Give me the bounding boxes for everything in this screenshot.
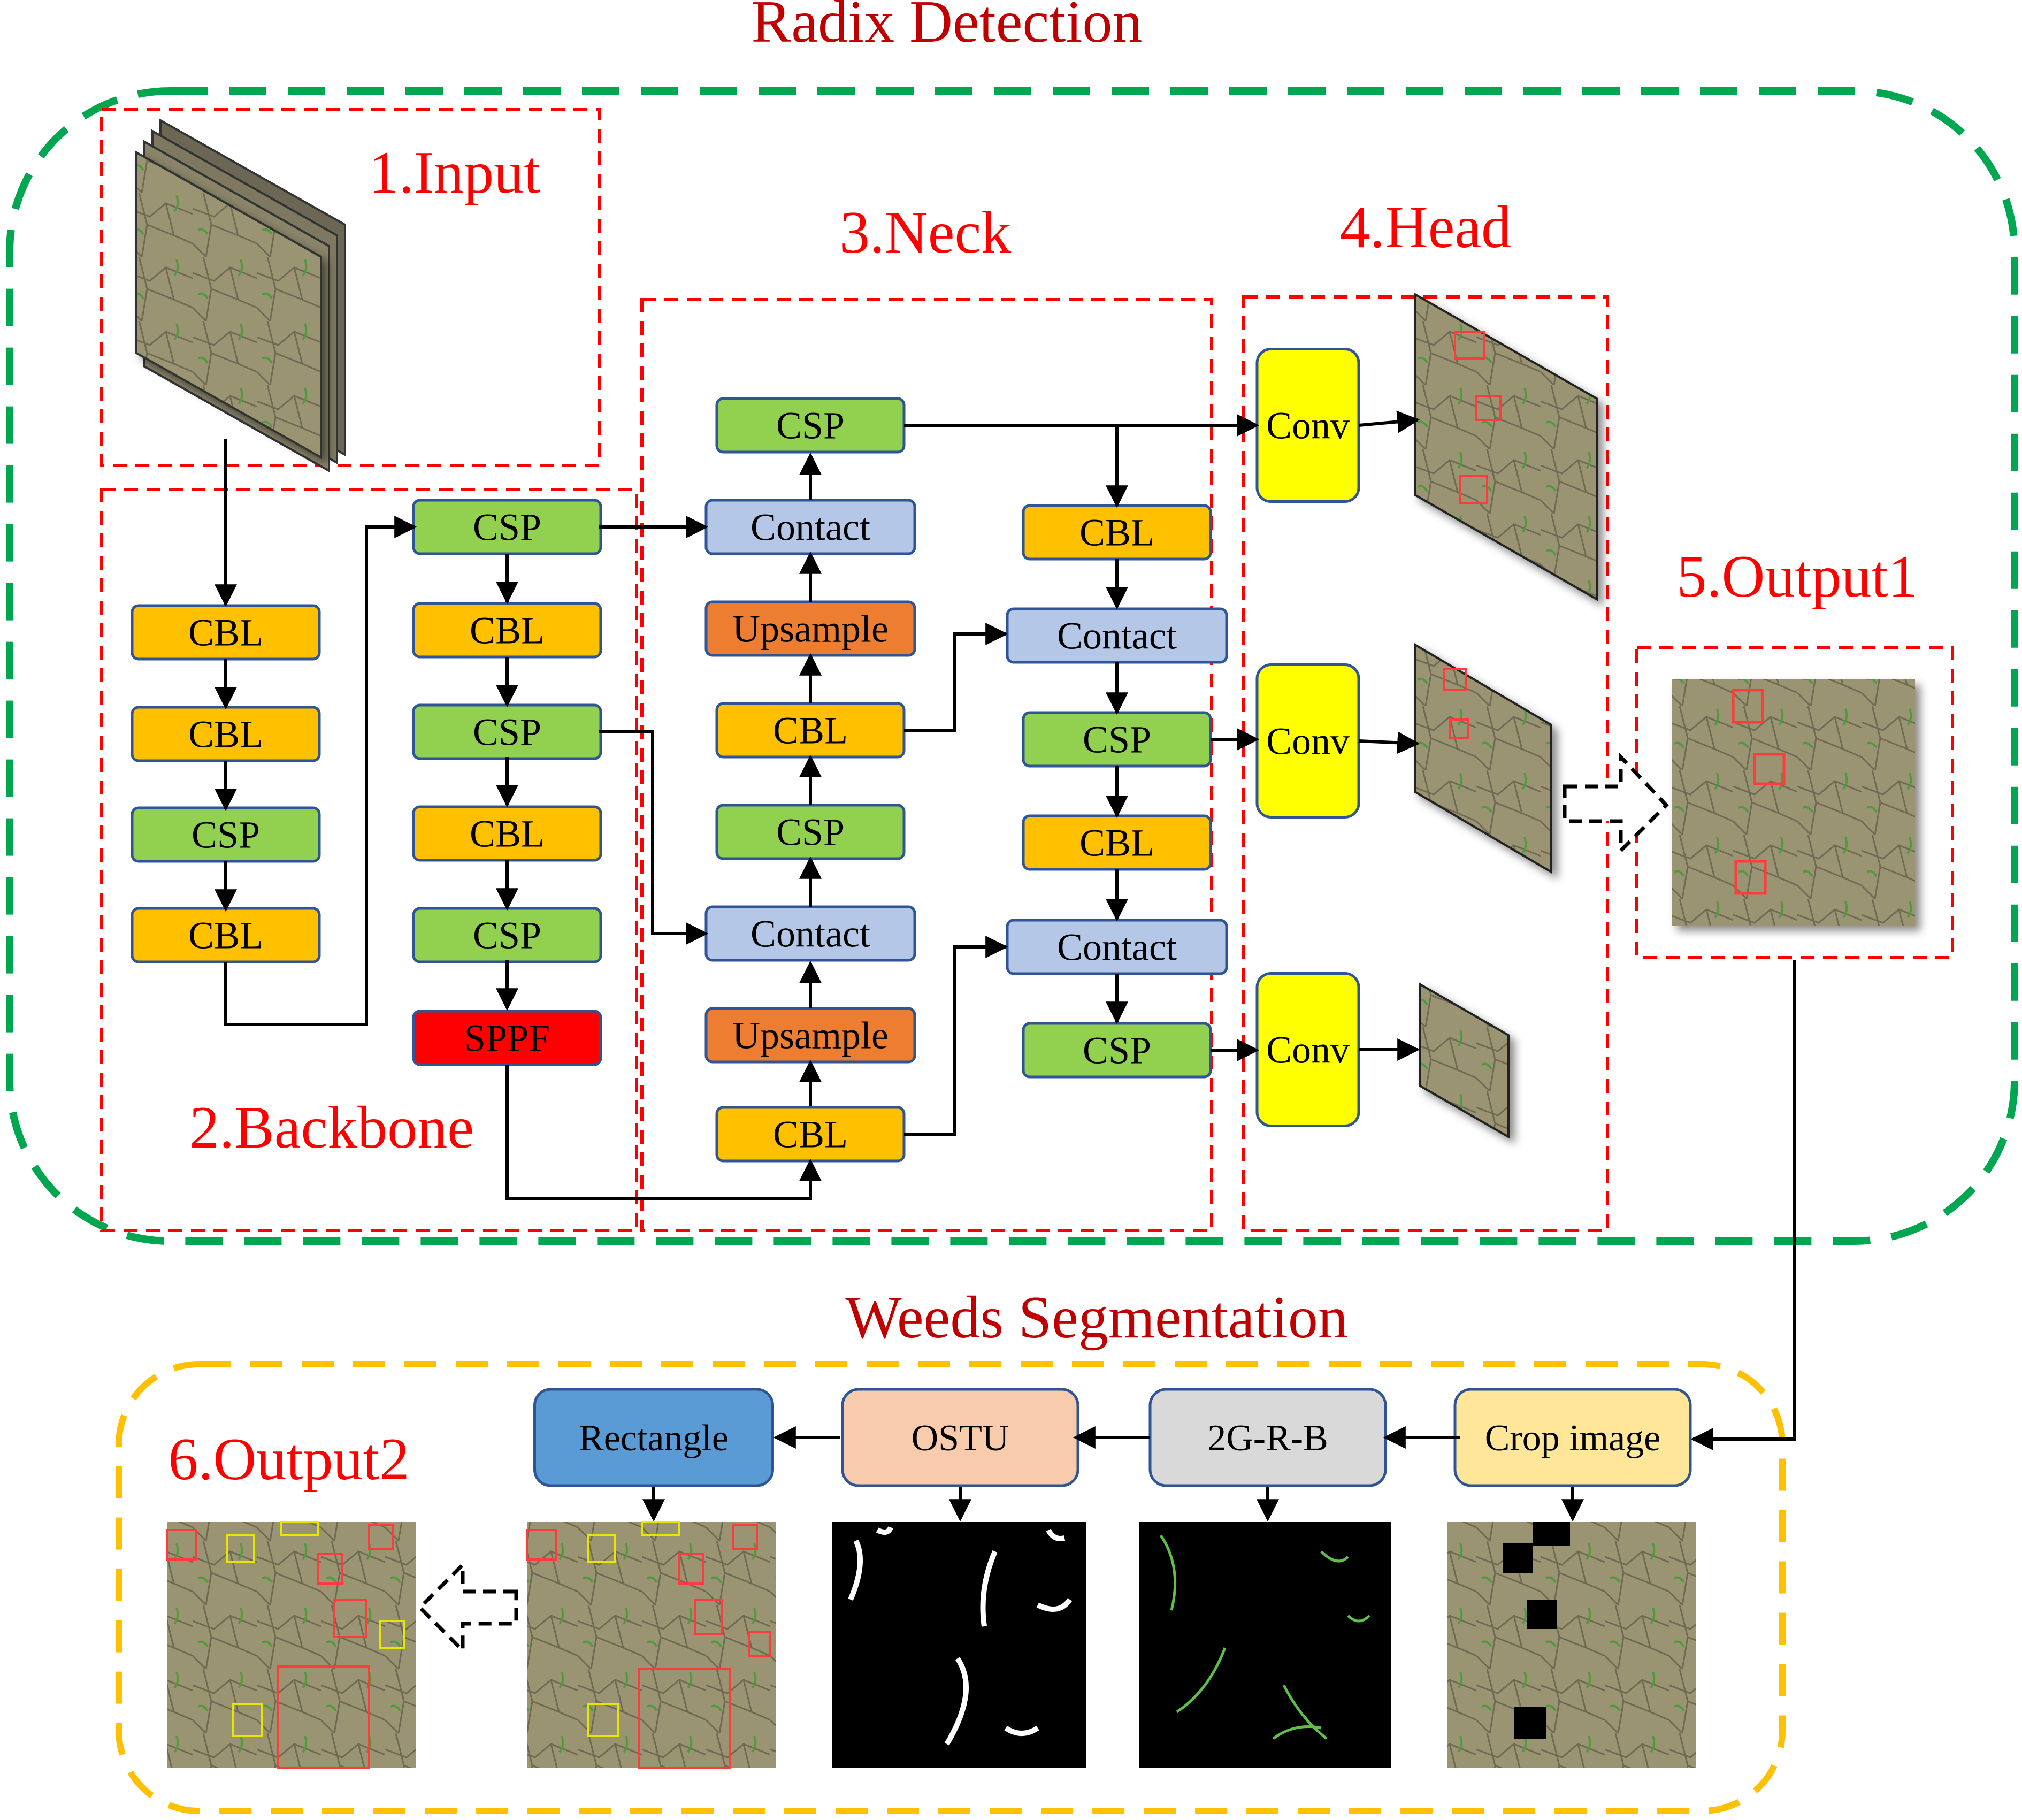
neck-cbl-block: CBL [715,1106,906,1163]
rectangle-image-result [527,1522,776,1768]
seg-crop-image-step: Crop image [1453,1388,1692,1487]
backbone-cbl-block-label: CBL [470,609,545,652]
backbone-csp-block-label: CSP [192,813,260,856]
seg-2g-r-b-step-label: 2G-R-B [1207,1418,1328,1459]
input-title: 1.Input [369,140,540,206]
backbone-cbl-block-label: CBL [188,611,263,654]
ostu-white-regions [848,1526,1073,1746]
neck-contact-block: Contact [1006,607,1228,664]
head-conv-block: Conv [1255,663,1360,819]
output2-title: 6.Output2 [168,1426,409,1493]
input-section [100,108,601,467]
seg-rectangle-step-label: Rectangle [579,1418,729,1459]
seg-rectangle-step: Rectangle [533,1388,774,1487]
head-conv-block: Conv [1255,972,1360,1127]
connectors [215,410,1796,1522]
head-conv-block: Conv [1255,348,1360,503]
neck-cbl-block-label: CBL [1079,821,1154,864]
input-image-stack [135,118,346,473]
head-title: 4.Head [1340,194,1511,261]
backbone-cbl-block-label: CBL [188,713,263,755]
ostu-image-result [832,1522,1086,1768]
backbone-csp-block-label: CSP [473,710,541,753]
head-output-image-medium [1414,643,1552,874]
output2-image [167,1522,416,1768]
output1-image [1672,679,1915,926]
to-output1-arrow-icon [1563,752,1669,855]
neck-csp-block-label: CSP [776,810,845,853]
seg-rectangle-step-box [533,1388,774,1487]
neck-title: 3.Neck [840,200,1011,266]
detection-title: Radix Detection [752,0,1143,55]
head-conv-block-label: Conv [1266,404,1350,447]
neck-cbl-block-label: CBL [773,1113,848,1156]
backbone-sppf-block-label: SPPF [464,1016,550,1059]
backbone-csp-block-label: CSP [473,506,541,548]
neck-csp-block: CSP [715,804,906,860]
neck-contact-block: Contact [704,905,916,962]
neck-contact-block-label: Contact [750,506,870,548]
2grb-image-result [1139,1522,1391,1768]
to-output2-arrow-icon [417,1560,518,1655]
head-output-image-large [1414,292,1598,601]
head-conv-block-label: Conv [1266,1028,1350,1071]
neck-contact-block-label: Contact [750,912,870,955]
neck-upsample-block-label: Upsample [732,607,889,650]
neck-csp-block: CSP [1022,1022,1212,1079]
neck-contact-block-label: Contact [1057,614,1177,657]
backbone-csp-block: CSP [412,907,602,963]
output1-title: 5.Output1 [1676,544,1918,610]
neck-cbl-block-label: CBL [1079,511,1154,554]
neck-csp-block-label: CSP [776,404,845,447]
segmentation-title: Weeds Segmentation [845,1284,1348,1351]
backbone-cbl-block: CBL [131,907,321,963]
backbone-section [100,488,638,1232]
seg-2g-r-b-step: 2G-R-B [1148,1388,1387,1487]
neck-section [640,298,1213,1232]
backbone-cbl-block: CBL [131,604,321,661]
backbone-cbl-block-label: CBL [188,914,263,957]
2grb-vegetation [1159,1534,1370,1740]
seg-ostu-step: OSTU [841,1388,1079,1487]
backbone-csp-block: CSP [412,499,602,555]
rectangle-image-boxes [526,1521,771,1769]
backbone-sppf-block: SPPF [412,1010,602,1066]
backbone-title: 2.Backbone [189,1095,474,1161]
backbone-cbl-block: CBL [412,602,602,659]
neck-cbl-block: CBL [1022,504,1212,561]
neck-upsample-block: Upsample [704,600,916,657]
head-output-image-small [1419,982,1510,1139]
crop-image-result [1447,1522,1696,1768]
backbone-cbl-block: CBL [412,805,602,862]
backbone-csp-block: CSP [131,806,321,863]
neck-upsample-block: Upsample [704,1007,916,1064]
neck-csp-block: CSP [715,397,906,454]
output1-section [1635,646,1954,959]
neck-cbl-block-label: CBL [773,709,848,752]
weeds-segmentation-region [116,1361,1786,1814]
neck-csp-block-label: CSP [1083,718,1151,761]
neck-cbl-block: CBL [715,702,906,759]
neck-upsample-block-label: Upsample [732,1014,889,1057]
backbone-csp-block: CSP [412,703,602,760]
output2-image-boxes [166,1521,405,1769]
backbone-csp-block-label: CSP [473,914,541,957]
neck-contact-block-label: Contact [1057,926,1177,968]
backbone-cbl-block-label: CBL [470,812,545,855]
neck-contact-block: Contact [704,499,916,555]
neck-csp-block: CSP [1022,711,1212,768]
head-conv-block-label: Conv [1266,720,1350,762]
neck-csp-block-label: CSP [1083,1029,1151,1072]
neck-cbl-block: CBL [1022,814,1212,871]
seg-crop-image-step-label: Crop image [1485,1418,1661,1459]
backbone-cbl-block: CBL [131,706,321,762]
crop-masked-regions [1503,1522,1570,1739]
head-section [1242,295,1609,1232]
neck-contact-block: Contact [1006,919,1228,975]
output1-detection-boxes [1732,689,1786,895]
head-detection-boxes [1443,331,1502,739]
radix-detection-region [6,87,2018,1245]
seg-ostu-step-label: OSTU [912,1418,1009,1459]
